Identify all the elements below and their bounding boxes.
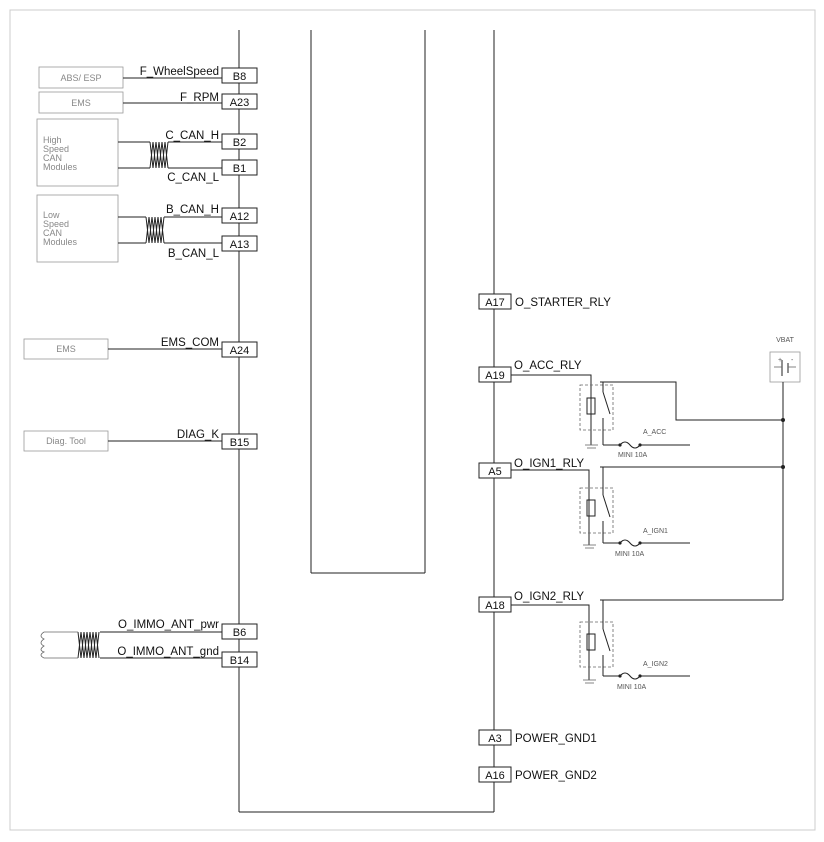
- pin-a3-label: A3: [488, 733, 501, 745]
- signal-f-rpm: F_RPM: [180, 92, 219, 104]
- relay-ign2-name: A_IGN2: [643, 661, 668, 668]
- signal-immo-ant-pwr: O_IMMO_ANT_pwr: [118, 619, 219, 631]
- signal-o-acc-rly: O_ACC_RLY: [514, 360, 582, 372]
- high-speed-line-3: CAN: [43, 153, 62, 163]
- signal-c-can-h: C_CAN_H: [165, 130, 219, 142]
- pin-b6: B6 O_IMMO_ANT_pwr: [118, 619, 258, 640]
- relay-ign1-name: A_IGN1: [643, 528, 668, 535]
- module-diag-tool-label: Diag. Tool: [46, 436, 86, 446]
- relay-acc-fuse: MINI 10A: [618, 452, 648, 459]
- low-speed-line-2: Speed: [43, 219, 69, 229]
- right-pin-group: A17 O_STARTER_RLY A19 O_ACC_RLY A5 O_IGN…: [478, 293, 611, 783]
- pin-a17-label: A17: [485, 297, 505, 309]
- high-speed-line-1: High: [43, 135, 62, 145]
- high-speed-line-2: Speed: [43, 144, 69, 154]
- pin-a24: A24 EMS_COM: [161, 337, 258, 358]
- pin-a23-label: A23: [230, 97, 250, 109]
- module-high-speed-can: High Speed CAN Modules: [36, 118, 119, 187]
- signal-power-gnd1: POWER_GND1: [515, 733, 597, 745]
- pin-b14-label: B14: [230, 655, 250, 667]
- signal-b-can-l: B_CAN_L: [168, 248, 220, 260]
- module-abs-esp: ABS/ ESP: [38, 66, 124, 89]
- battery-label: VBAT: [776, 337, 794, 344]
- left-pin-group: B8 F_WheelSpeed A23 F_RPM B2 C_CAN_H B1 …: [117, 66, 258, 668]
- battery-plus: +: [778, 357, 782, 364]
- pin-a18: A18 O_IGN2_RLY: [478, 591, 584, 613]
- left-wires: [40, 77, 222, 659]
- pin-a3: A3 POWER_GND1: [478, 729, 597, 746]
- pin-a16: A16 POWER_GND2: [478, 766, 597, 783]
- signal-o-ign2-rly: O_IGN2_RLY: [514, 591, 584, 603]
- signal-c-can-l: C_CAN_L: [167, 172, 219, 184]
- signal-diag-k: DIAG_K: [177, 429, 220, 441]
- high-speed-line-4: Modules: [43, 162, 78, 172]
- pin-a16-label: A16: [485, 770, 505, 782]
- battery-vbat: VBAT + -: [600, 337, 801, 601]
- signal-immo-ant-gnd: O_IMMO_ANT_gnd: [117, 646, 219, 658]
- pin-a19: A19 O_ACC_RLY: [478, 360, 582, 383]
- pin-b8-label: B8: [233, 71, 246, 83]
- pin-a5: A5 O_IGN1_RLY: [478, 458, 584, 479]
- module-ems-label: EMS: [71, 98, 91, 108]
- pin-a17: A17 O_STARTER_RLY: [478, 293, 611, 310]
- pin-b1-label: B1: [233, 163, 246, 175]
- relay-ign1-fuse: MINI 10A: [615, 551, 645, 558]
- pin-b15: B15 DIAG_K: [177, 429, 258, 450]
- module-abs-esp-label: ABS/ ESP: [60, 73, 101, 83]
- signal-b-can-h: B_CAN_H: [166, 204, 219, 216]
- pin-b15-label: B15: [230, 437, 250, 449]
- pin-a12: A12 B_CAN_H: [166, 204, 258, 224]
- signal-o-starter-rly: O_STARTER_RLY: [515, 297, 611, 309]
- pin-b2: B2 C_CAN_H: [165, 130, 258, 150]
- diagram-frame: [9, 9, 816, 831]
- low-speed-line-1: Low: [43, 210, 60, 220]
- pin-b2-label: B2: [233, 137, 246, 149]
- relay-ign1: MINI 10A A_IGN1: [511, 467, 690, 558]
- pin-a24-label: A24: [230, 345, 250, 357]
- low-speed-line-3: CAN: [43, 228, 62, 238]
- module-ems-com-label: EMS: [56, 344, 76, 354]
- low-speed-line-4: Modules: [43, 237, 78, 247]
- module-diag-tool: Diag. Tool: [23, 430, 109, 452]
- signal-ems-com: EMS_COM: [161, 337, 219, 349]
- pin-b6-label: B6: [233, 627, 246, 639]
- signal-o-ign1-rly: O_IGN1_RLY: [514, 458, 584, 470]
- pin-a5-label: A5: [488, 466, 501, 478]
- signal-f-wheelspeed: F_WheelSpeed: [140, 66, 219, 78]
- pin-a18-label: A18: [485, 600, 505, 612]
- control-unit: [238, 30, 495, 813]
- pin-b1: B1 C_CAN_L: [167, 159, 258, 184]
- pin-a12-label: A12: [230, 211, 250, 223]
- pin-b8: B8 F_WheelSpeed: [140, 66, 258, 84]
- relay-ign2-fuse: MINI 10A: [617, 684, 647, 691]
- pin-a19-label: A19: [485, 370, 505, 382]
- module-ems-com: EMS: [23, 338, 109, 360]
- pin-a13-label: A13: [230, 239, 250, 251]
- relay-acc-name: A_ACC: [643, 429, 666, 436]
- signal-power-gnd2: POWER_GND2: [515, 770, 597, 782]
- relay-ign2: MINI 10A A_IGN2: [511, 600, 690, 691]
- module-low-speed-can: Low Speed CAN Modules: [36, 194, 119, 263]
- relay-acc: MINI 10A A_ACC: [511, 374, 690, 459]
- battery-minus: -: [791, 357, 794, 364]
- pin-a23: A23 F_RPM: [180, 92, 258, 110]
- module-ems-top: EMS: [38, 91, 124, 114]
- pin-b14: B14 O_IMMO_ANT_gnd: [117, 646, 258, 668]
- pin-a13: A13 B_CAN_L: [168, 235, 258, 260]
